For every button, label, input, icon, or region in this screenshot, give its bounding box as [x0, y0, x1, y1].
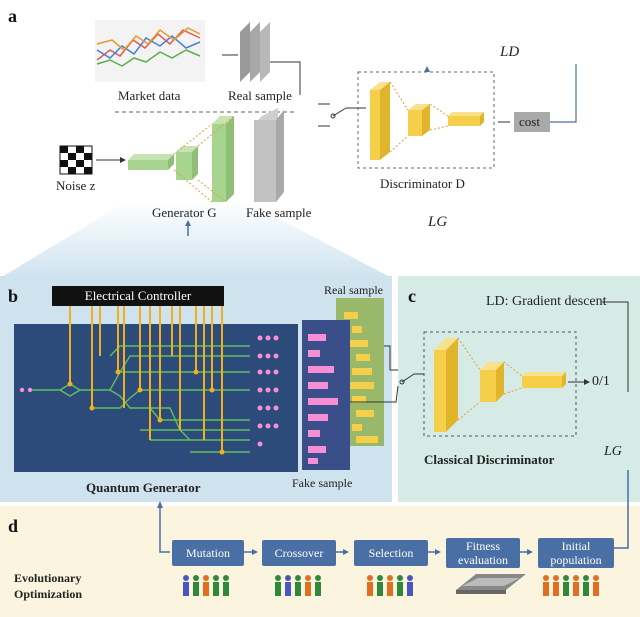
- step-crossover-label: Crossover: [274, 546, 324, 560]
- step-mutation: Mutation: [172, 540, 244, 566]
- step-selection-label: Selection: [368, 546, 414, 560]
- electrical-controller-label: Electrical Controller: [84, 288, 192, 303]
- lg-label-c: LG: [604, 444, 622, 459]
- real-sample-label-b: Real sample: [324, 283, 383, 297]
- people-group-mutation: [183, 575, 229, 596]
- fake-sample-label-a: Fake sample: [246, 205, 312, 220]
- generator-network: [128, 115, 235, 203]
- output-label: 0/1: [592, 374, 610, 389]
- discriminator-box-c: [423, 331, 577, 437]
- fake-sample-bars: [308, 334, 338, 464]
- noise-label: Noise z: [56, 178, 96, 193]
- electrode-tips: [67, 369, 225, 455]
- loop-right: [614, 470, 629, 549]
- people-group-selection: [367, 575, 413, 596]
- step-mutation-label: Mutation: [186, 546, 230, 560]
- market-data-label: Market data: [118, 88, 181, 103]
- step-arrows: [252, 549, 533, 555]
- optimization-label: Optimization: [14, 587, 82, 601]
- quantum-generator-label: Quantum Generator: [86, 480, 201, 495]
- noise-pattern: [59, 145, 126, 175]
- panel-d-letter: d: [8, 516, 19, 536]
- input-switch-a: [318, 103, 366, 127]
- discriminator-network-a: [357, 66, 495, 169]
- loop-left: [159, 506, 170, 553]
- step-initial-line1: Initial: [561, 539, 591, 553]
- step-fitness-evaluation: Fitness evaluation: [446, 538, 520, 568]
- discriminator-network-c: [434, 337, 566, 432]
- real-sample-label-a: Real sample: [228, 88, 292, 103]
- electrodes: [69, 306, 223, 452]
- electrical-controller-bar: [52, 286, 224, 306]
- ld-label-a: LD: [500, 44, 520, 60]
- step-fitness-line1: Fitness: [465, 539, 500, 553]
- real-sample-bars: [344, 312, 378, 443]
- fitness-chip-icon: [456, 574, 526, 594]
- discriminator-label-a: Discriminator D: [380, 176, 465, 191]
- step-selection: Selection: [354, 540, 428, 566]
- step-initial-population: Initial population: [538, 538, 614, 568]
- cost-label: cost: [519, 114, 540, 129]
- input-switch-bc: [350, 345, 424, 403]
- evolutionary-label: Evolutionary: [14, 571, 82, 585]
- panel-c-letter: c: [408, 286, 416, 306]
- fake-sample-label-b: Fake sample: [292, 476, 353, 490]
- panel-a-letter: a: [8, 6, 17, 26]
- panel-b-letter: b: [8, 286, 19, 306]
- cost-path: [498, 64, 577, 132]
- input-photons: [19, 387, 33, 393]
- market-data-chart: [95, 20, 205, 82]
- fake-sample-strip: [302, 320, 350, 470]
- people-group-crossover: [275, 575, 321, 596]
- ld-gradient-descent-label: LD: Gradient descent: [486, 294, 607, 309]
- step-fitness-line2: evaluation: [458, 553, 508, 567]
- people-group-initial: [543, 575, 599, 596]
- fake-sample-a: [254, 108, 284, 202]
- step-crossover: Crossover: [262, 540, 336, 566]
- classical-discriminator-label: Classical Discriminator: [424, 452, 555, 467]
- lg-label-a: LG: [428, 214, 448, 230]
- real-sample-stack-a: [222, 22, 301, 95]
- output-photons: [257, 335, 279, 447]
- step-initial-line2: population: [550, 553, 602, 567]
- generator-label: Generator G: [152, 205, 217, 220]
- ld-feedback-line: [602, 301, 629, 392]
- quantum-chip: [14, 324, 298, 472]
